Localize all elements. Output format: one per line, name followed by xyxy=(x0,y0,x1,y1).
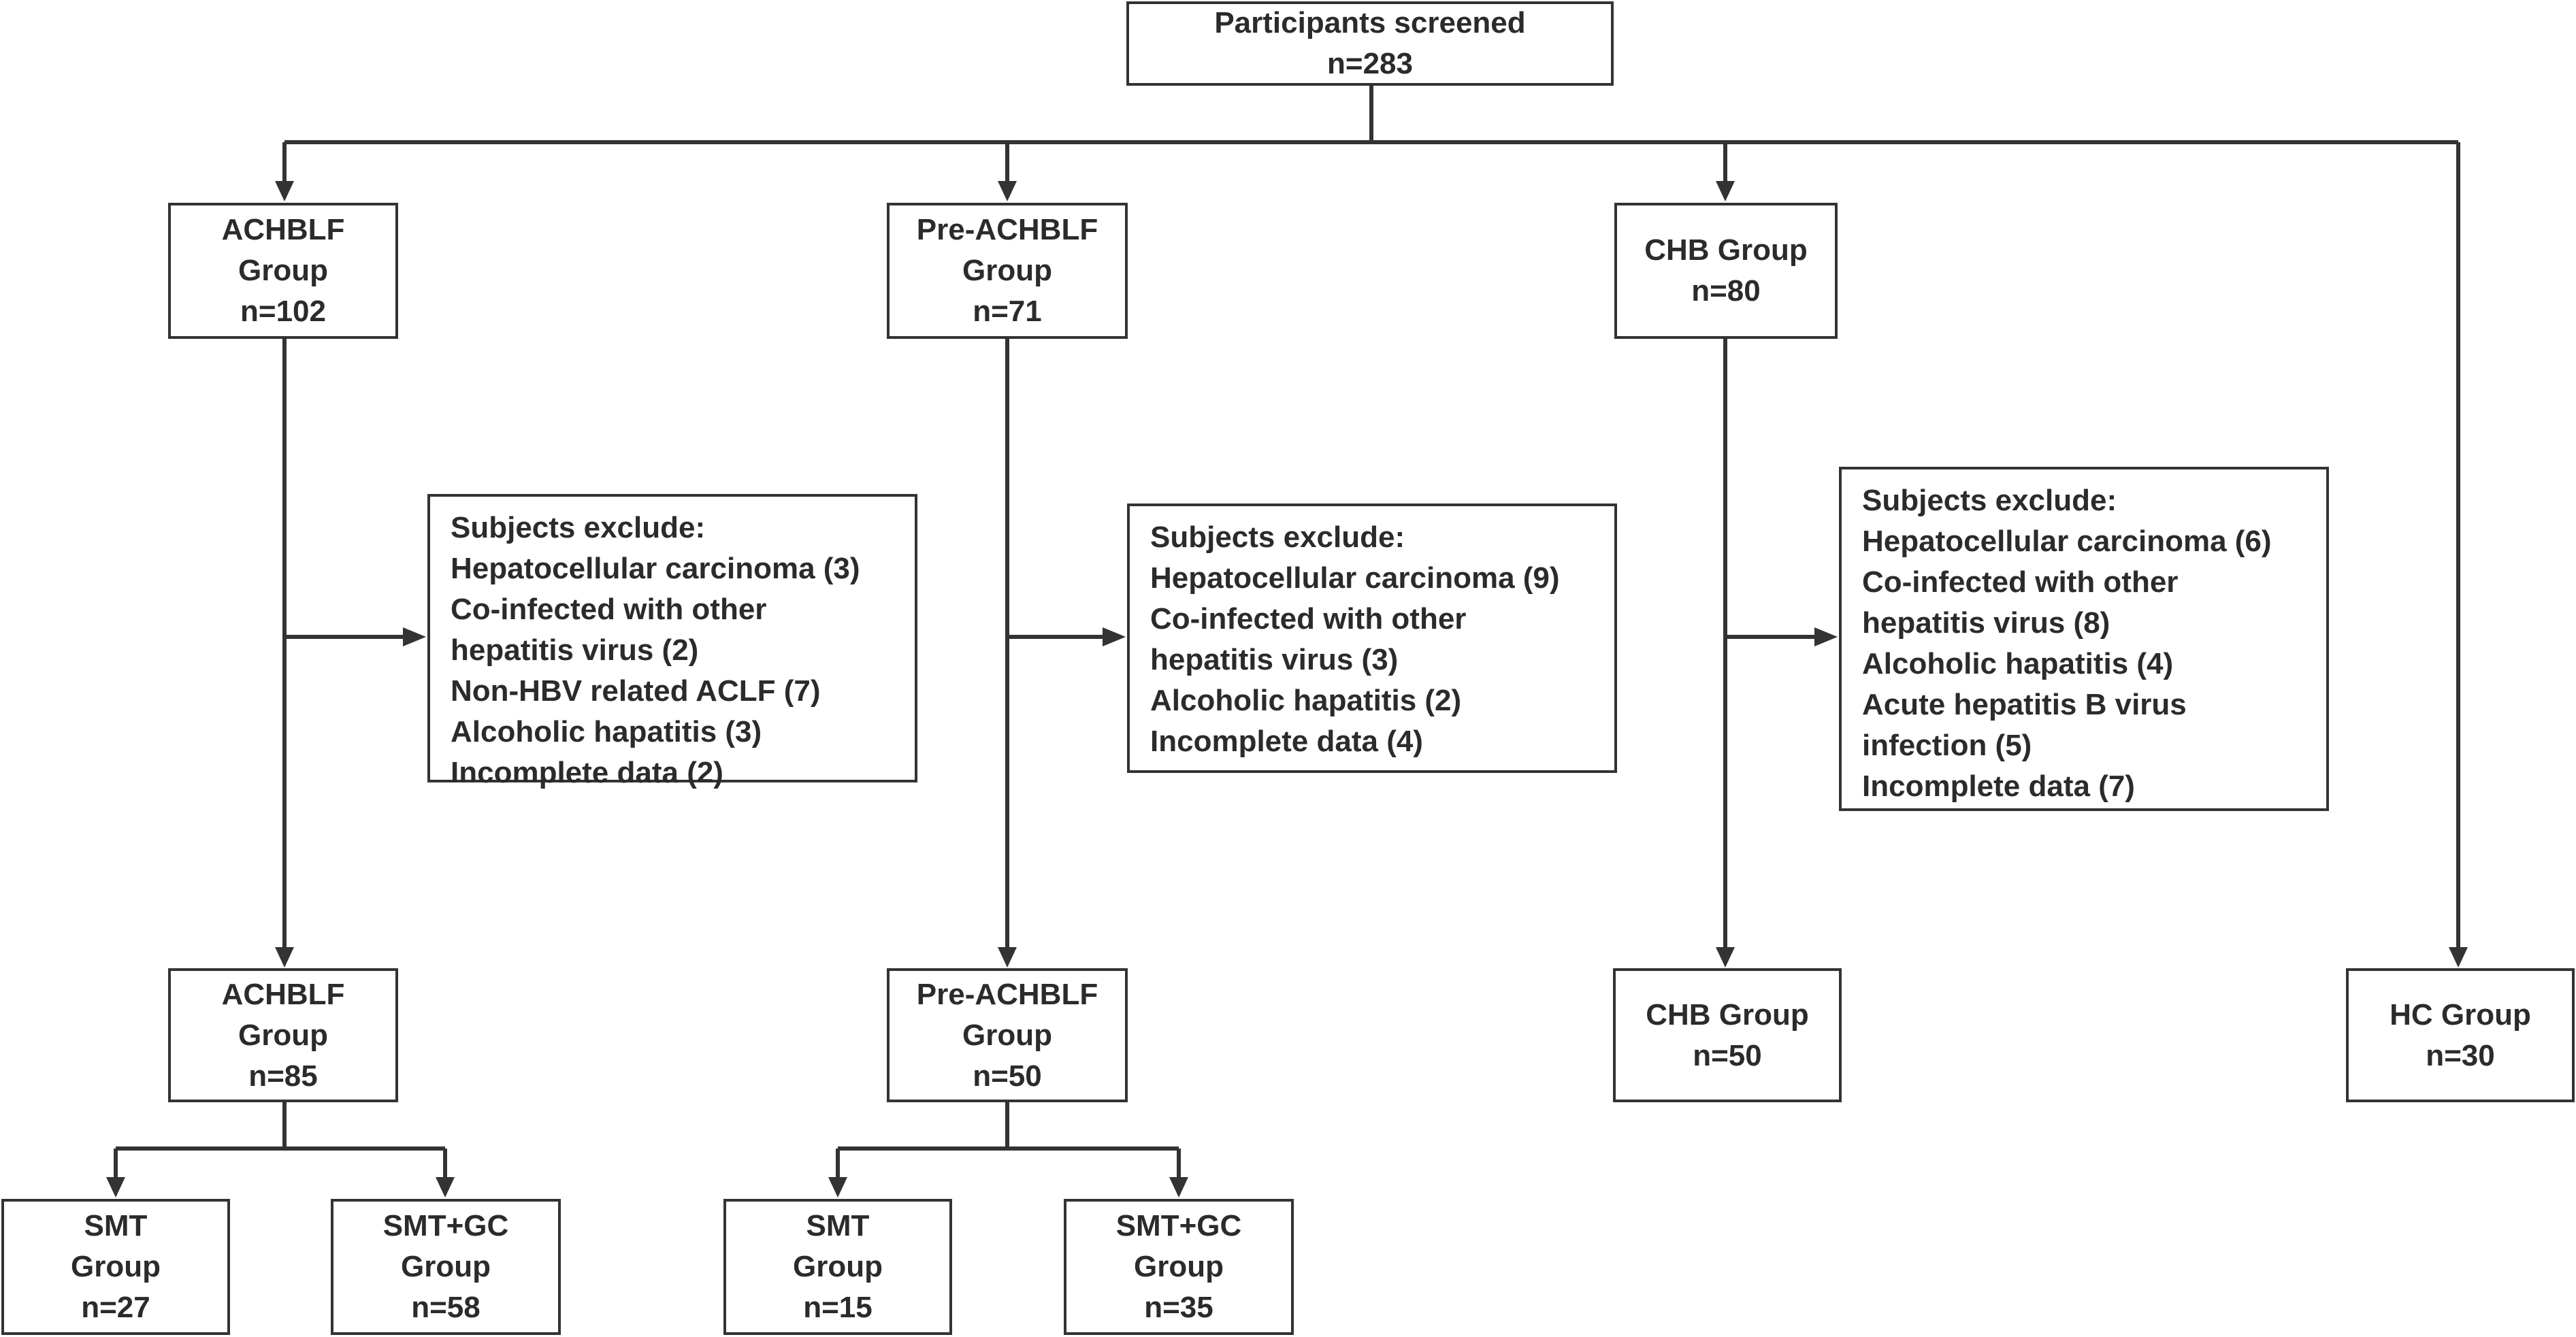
arrow-head xyxy=(436,1177,455,1198)
chb-exclusion-box: Subjects exclude: Hepatocellular carcino… xyxy=(1839,467,2329,811)
exclusion-item: Co-infected with other xyxy=(1150,602,1467,636)
exclusion-item: infection (5) xyxy=(1862,729,2032,762)
arrow-head xyxy=(1169,1177,1188,1198)
arrow-head xyxy=(1814,627,1838,646)
pre-achblf-final-box: Pre-ACHBLF Group n=50 xyxy=(887,968,1128,1102)
pre-achblf-exclusion-box: Subjects exclude: Hepatocellular carcino… xyxy=(1127,504,1617,773)
exclusion-item: Co-infected with other xyxy=(1862,565,2179,599)
group-count: n=80 xyxy=(1691,274,1761,308)
exclusion-item: Incomplete data (4) xyxy=(1150,725,1423,758)
group-count: n=27 xyxy=(81,1291,150,1324)
arrow-head xyxy=(1103,627,1126,646)
screened-box: Participants screened n=283 xyxy=(1126,1,1614,86)
arrow-head xyxy=(275,181,294,201)
exclusion-heading: Subjects exclude: xyxy=(451,511,706,544)
group-name: ACHBLF xyxy=(221,213,345,246)
exclusion-item: Alcoholic hapatitis (2) xyxy=(1150,684,1462,717)
exclusion-item: Incomplete data (2) xyxy=(451,756,723,789)
group-count: n=102 xyxy=(240,295,326,328)
arrow-head xyxy=(403,627,426,646)
group-count: n=30 xyxy=(2426,1038,2495,1072)
exclusion-item: Incomplete data (7) xyxy=(1862,770,2135,803)
exclusion-item: Acute hepatitis B virus xyxy=(1862,688,2187,721)
pre-achblf-group-box: Pre-ACHBLF Group n=71 xyxy=(887,203,1128,339)
group-count: n=71 xyxy=(973,295,1042,328)
group-count: n=85 xyxy=(248,1059,318,1093)
group-name: SMT+GC xyxy=(382,1209,509,1242)
achblf-smt-box: SMT Group n=27 xyxy=(1,1199,230,1335)
group-count: n=58 xyxy=(411,1291,480,1324)
group-count: n=50 xyxy=(973,1059,1042,1093)
exclusion-item: Hepatocellular carcinoma (6) xyxy=(1862,525,2272,558)
screened-count: n=283 xyxy=(1327,47,1413,80)
group-name: Pre-ACHBLF xyxy=(916,213,1098,246)
arrow-head xyxy=(828,1177,847,1198)
group-name: SMT xyxy=(806,1209,870,1242)
arrow-head xyxy=(1716,947,1735,968)
exclusion-item: Hepatocellular carcinoma (3) xyxy=(451,552,860,585)
arrow-head xyxy=(106,1177,125,1198)
achblf-smt-gc-box: SMT+GC Group n=58 xyxy=(331,1199,561,1335)
screened-title: Participants screened xyxy=(1214,6,1526,39)
arrow-head xyxy=(998,947,1017,968)
exclusion-item: Co-infected with other xyxy=(451,593,767,626)
group-label: Group xyxy=(401,1250,491,1283)
exclusion-heading: Subjects exclude: xyxy=(1150,521,1405,554)
achblf-exclusion-box: Subjects exclude: Hepatocellular carcino… xyxy=(427,494,917,789)
group-count: n=50 xyxy=(1693,1038,1762,1072)
group-name: CHB Group xyxy=(1644,233,1808,267)
group-label: Group xyxy=(238,1018,328,1052)
group-label: Group xyxy=(238,254,328,287)
exclusion-item: Alcoholic hapatitis (4) xyxy=(1862,647,2174,680)
group-name: HC Group xyxy=(2390,997,2531,1031)
group-count: n=35 xyxy=(1144,1291,1213,1324)
arrow-head xyxy=(998,181,1017,201)
group-name: CHB Group xyxy=(1646,997,1809,1031)
arrow-head xyxy=(275,947,294,968)
achblf-final-box: ACHBLF Group n=85 xyxy=(168,968,398,1102)
group-label: Group xyxy=(962,1018,1052,1052)
group-label: Group xyxy=(793,1250,883,1283)
group-name: SMT xyxy=(84,1209,148,1242)
exclusion-item: hepatitis virus (3) xyxy=(1150,643,1399,676)
pre-achblf-smt-gc-box: SMT+GC Group n=35 xyxy=(1064,1199,1294,1335)
exclusion-item: Non-HBV related ACLF (7) xyxy=(451,674,821,708)
chb-group-box: CHB Group n=80 xyxy=(1614,203,1838,339)
group-count: n=15 xyxy=(803,1291,873,1324)
chb-final-box: CHB Group n=50 xyxy=(1613,968,1842,1102)
exclusion-item: hepatitis virus (2) xyxy=(451,633,699,667)
exclusion-item: Hepatocellular carcinoma (9) xyxy=(1150,561,1560,595)
arrow-head xyxy=(2449,947,2468,968)
group-name: Pre-ACHBLF xyxy=(916,977,1098,1011)
group-label: Group xyxy=(71,1250,161,1283)
group-label: Group xyxy=(962,254,1052,287)
exclusion-item: Alcoholic hapatitis (3) xyxy=(451,715,762,748)
hc-final-box: HC Group n=30 xyxy=(2346,968,2575,1102)
achblf-group-box: ACHBLF Group n=102 xyxy=(168,203,398,339)
group-label: Group xyxy=(1134,1250,1224,1283)
group-name: ACHBLF xyxy=(221,977,345,1011)
exclusion-heading: Subjects exclude: xyxy=(1862,484,2117,517)
group-name: SMT+GC xyxy=(1115,1209,1242,1242)
pre-achblf-smt-box: SMT Group n=15 xyxy=(723,1199,952,1335)
exclusion-item: hepatitis virus (8) xyxy=(1862,606,2110,640)
arrow-head xyxy=(1716,181,1735,201)
